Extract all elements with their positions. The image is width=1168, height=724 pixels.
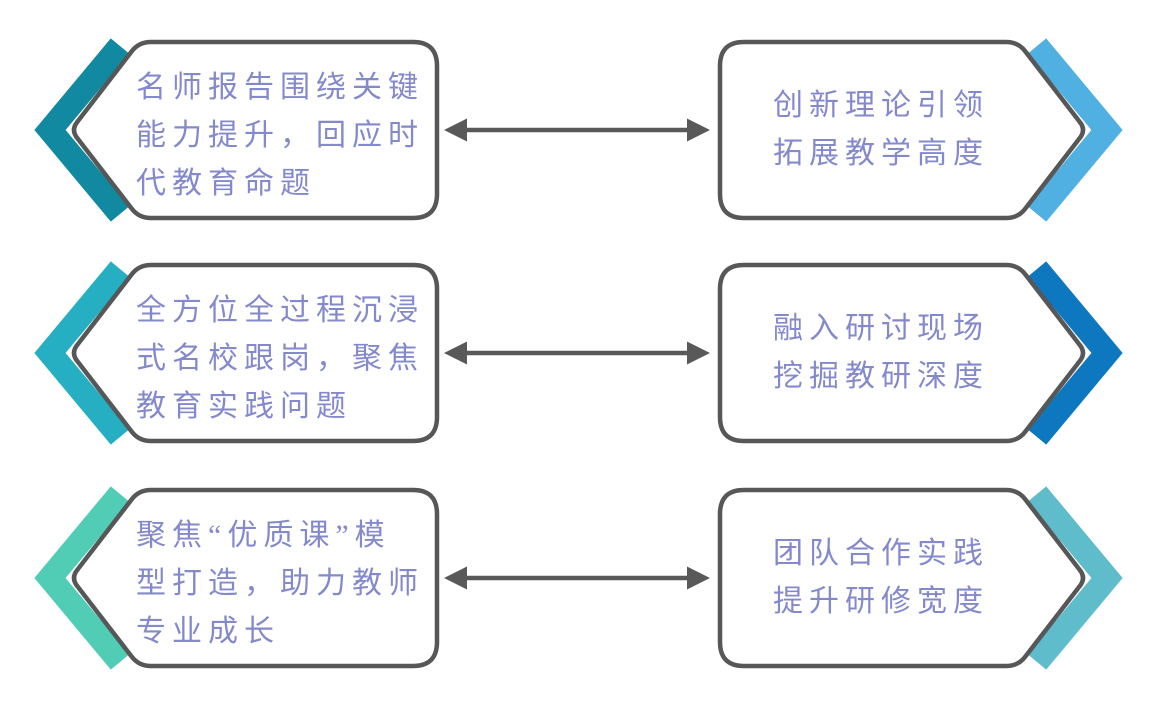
text-line: 全方位全过程沉浸 <box>136 294 424 327</box>
flow-box-right-1 <box>717 38 1123 222</box>
box-text-left-3: 聚焦“优质课”模 型打造，助力教师 专业成长 <box>136 512 436 656</box>
arrowhead-left-icon <box>444 118 467 142</box>
chevron-right-icon <box>1027 261 1123 445</box>
box-outline <box>71 262 440 444</box>
text-line: 挖掘教研深度 <box>773 360 989 393</box>
chevron-left-icon <box>34 261 130 445</box>
arrowhead-left-icon <box>444 341 467 365</box>
text-line: 型打造，助力教师 <box>136 567 424 600</box>
chevron-right-icon <box>1027 486 1123 670</box>
arrowhead-left-icon <box>444 566 467 590</box>
text-line: 提升研修宽度 <box>773 585 989 618</box>
box-outline <box>717 262 1086 444</box>
box-outline <box>71 39 440 221</box>
double-arrow-connector-1 <box>444 118 710 142</box>
chevron-right-icon <box>1027 38 1123 222</box>
box-text-right-3: 团队合作实践 提升研修宽度 <box>722 530 1040 626</box>
box-text-right-2: 融入研讨现场 挖掘教研深度 <box>722 305 1040 401</box>
arrowhead-right-icon <box>687 566 710 590</box>
text-line: 创新理论引领 <box>773 89 989 122</box>
text-line: 教育实践问题 <box>136 390 352 423</box>
flow-box-left-1 <box>34 38 440 222</box>
text-line: 团队合作实践 <box>773 537 989 570</box>
flow-box-left-2 <box>34 261 440 445</box>
double-arrow-connector-3 <box>444 566 710 590</box>
flow-box-left-3 <box>34 486 440 670</box>
chevron-left-icon <box>34 38 130 222</box>
box-outline <box>71 487 440 669</box>
arrowhead-right-icon <box>687 341 710 365</box>
double-arrow-connector-2 <box>444 341 710 365</box>
flow-box-right-3 <box>717 486 1123 670</box>
text-line: 能力提升，回应时 <box>136 119 424 152</box>
box-text-left-2: 全方位全过程沉浸 式名校跟岗，聚焦 教育实践问题 <box>136 287 436 431</box>
text-line: 式名校跟岗，聚焦 <box>136 342 424 375</box>
text-line: 拓展教学高度 <box>773 137 989 170</box>
arrowhead-right-icon <box>687 118 710 142</box>
box-outline <box>717 39 1086 221</box>
text-line: 融入研讨现场 <box>773 312 989 345</box>
text-line: 代教育命题 <box>136 167 316 200</box>
flow-box-right-2 <box>717 261 1123 445</box>
box-outline <box>717 487 1086 669</box>
box-text-left-1: 名师报告围绕关键 能力提升，回应时 代教育命题 <box>136 64 436 208</box>
text-line: 专业成长 <box>136 615 280 648</box>
text-line: 聚焦“优质课”模 <box>136 519 391 552</box>
box-text-right-1: 创新理论引领 拓展教学高度 <box>722 82 1040 178</box>
chevron-left-icon <box>34 486 130 670</box>
text-line: 名师报告围绕关键 <box>136 71 424 104</box>
